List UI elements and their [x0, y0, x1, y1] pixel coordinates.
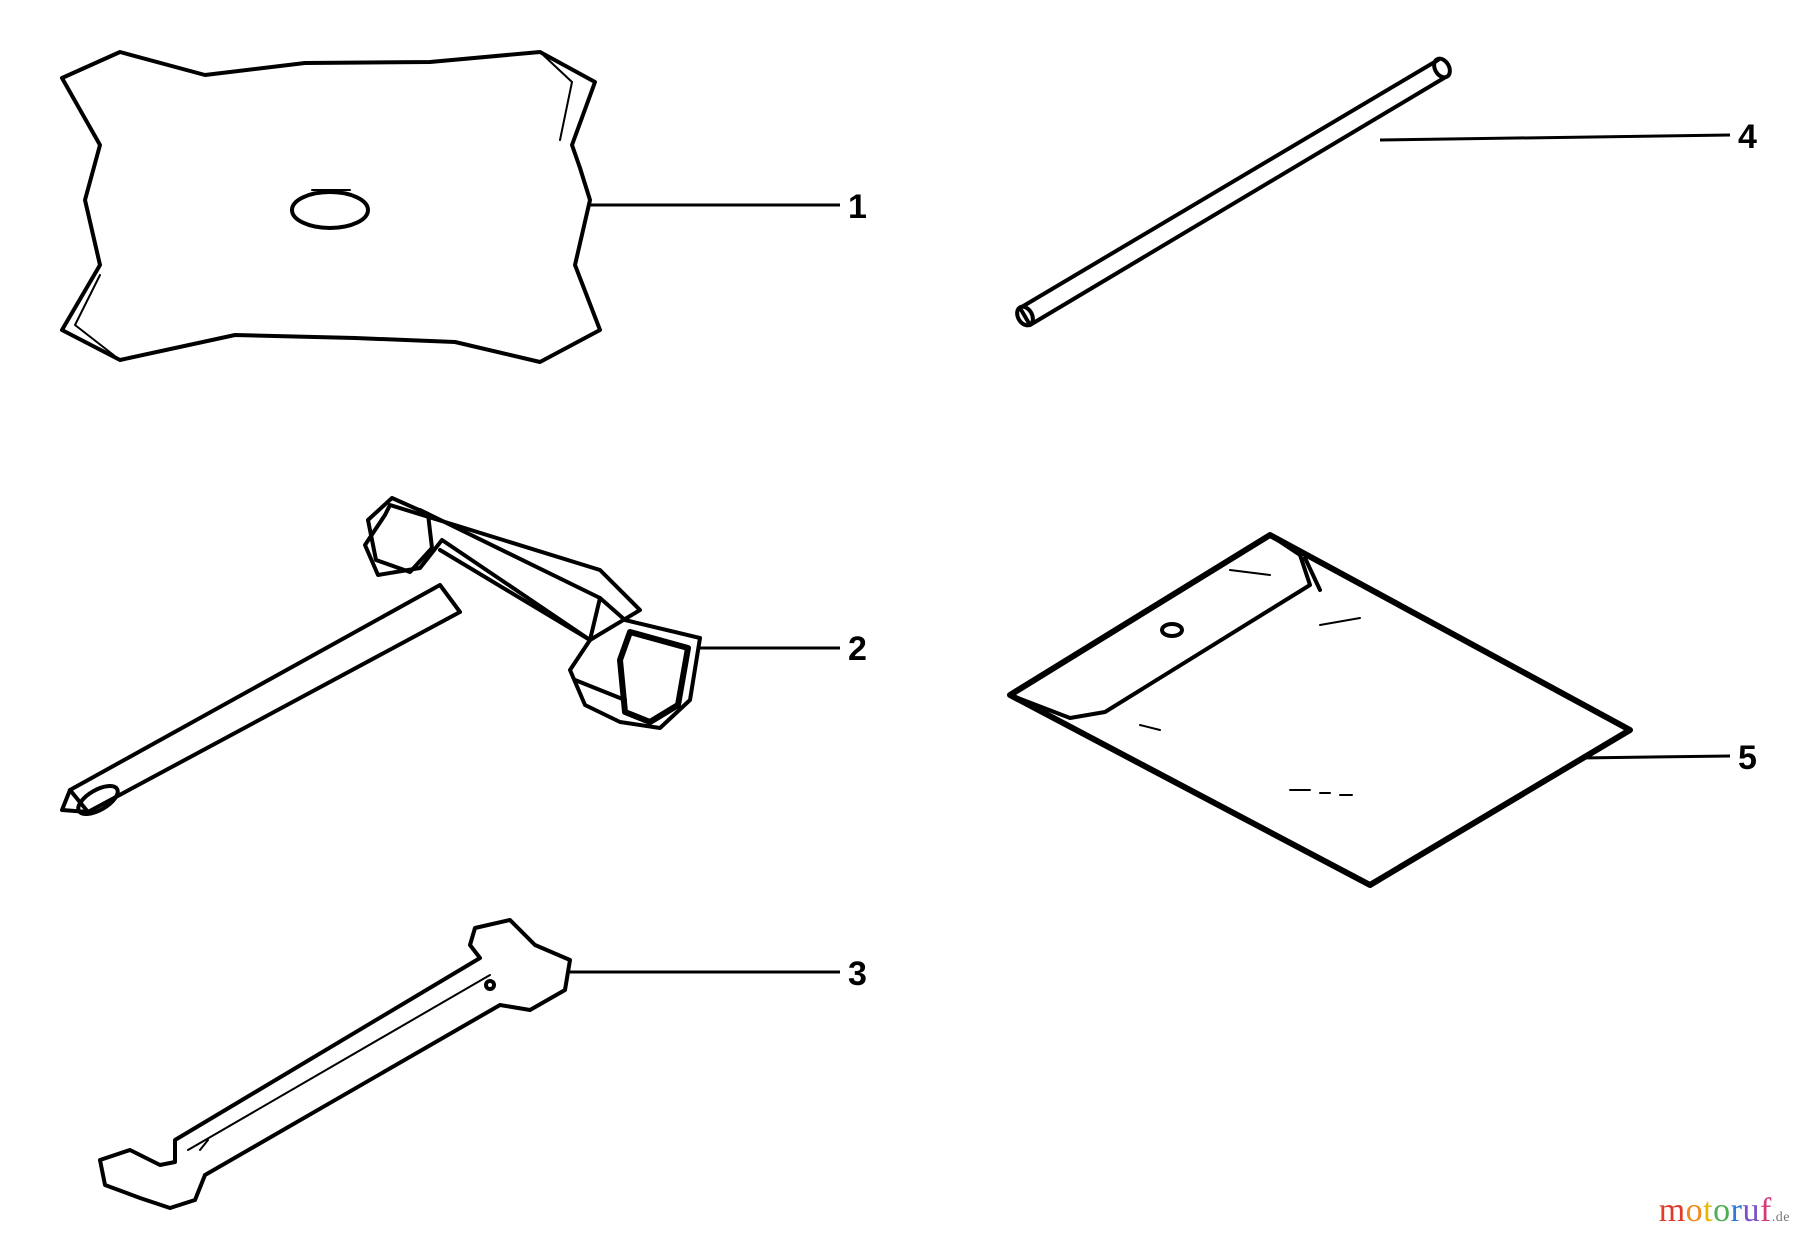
- blade-center-hole: [290, 190, 370, 230]
- rod-drawing: [1015, 56, 1452, 328]
- part-number-2: 2: [848, 630, 867, 668]
- watermark-letter: r: [1730, 1192, 1743, 1229]
- leader-5: [1579, 754, 1731, 760]
- part-number-5: 5: [1738, 739, 1757, 777]
- watermark-letter: o: [1685, 1192, 1704, 1229]
- watermark-suffix: .de: [1771, 1210, 1790, 1225]
- watermark-letter: o: [1713, 1192, 1731, 1229]
- part-number-4: 4: [1738, 118, 1757, 156]
- part-number-3: 3: [848, 955, 867, 993]
- watermark-letter: m: [1658, 1192, 1686, 1229]
- spark-plug-wrench-drawing: [60, 496, 702, 816]
- leader-4: [1379, 133, 1731, 142]
- part-number-1: 1: [848, 188, 867, 226]
- watermark-letter: u: [1742, 1192, 1760, 1229]
- watermark-letter: f: [1759, 1192, 1772, 1229]
- watermark-logo: motoruf.de: [1659, 1192, 1790, 1230]
- manual-bag-drawing: [1007, 532, 1633, 888]
- open-end-wrench-drawing: [98, 918, 572, 1210]
- blade-drawing: [60, 50, 602, 364]
- watermark-letter: t: [1703, 1192, 1714, 1229]
